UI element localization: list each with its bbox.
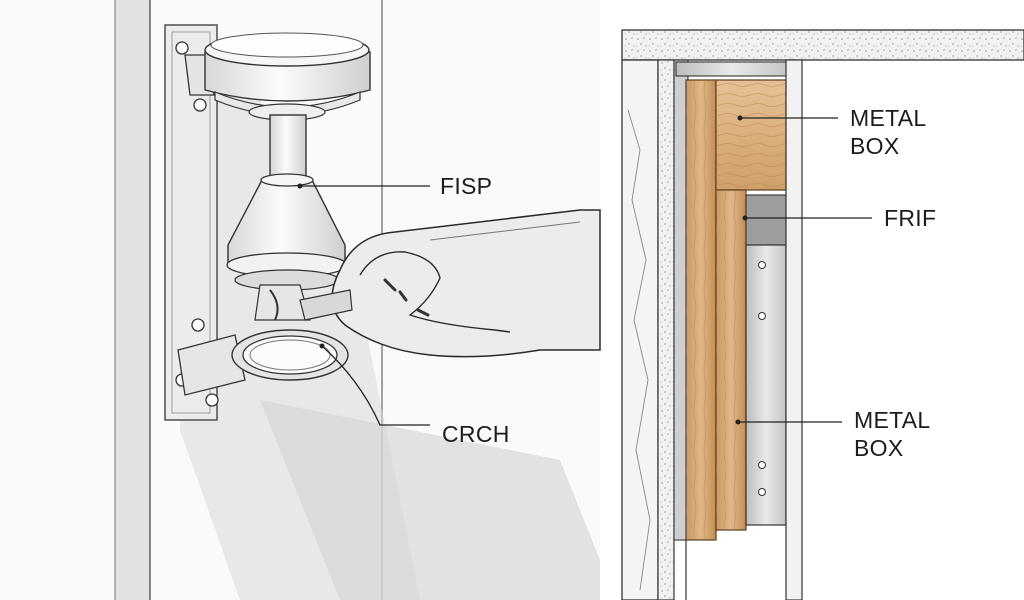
- label-metal-box-top-line1: METAL: [850, 105, 926, 131]
- leader-crch: [321, 345, 430, 426]
- screw-icon: [191, 318, 205, 332]
- label-metal-box-bottom-line1: METAL: [854, 407, 930, 433]
- metal-strip: [745, 244, 787, 526]
- screw-icon: [175, 41, 189, 55]
- ceiling-slab: [621, 29, 1024, 61]
- fixture-top-cap: [204, 32, 371, 121]
- label-metal-box-bottom-line2: BOX: [854, 435, 903, 461]
- label-crch: CRCH: [442, 421, 510, 447]
- wall-edge: [115, 0, 150, 600]
- label-metal-box-top-line2: BOX: [850, 133, 899, 159]
- fixture-cone: [226, 173, 348, 291]
- right-illustration: [621, 29, 1024, 600]
- label-frif: FRIF: [884, 205, 936, 231]
- leader-lines: [297, 115, 872, 426]
- label-fisp: FISP: [440, 173, 492, 199]
- wall-panel: [621, 59, 659, 600]
- left-illustration: [114, 0, 601, 600]
- screw-icon: [193, 98, 207, 112]
- frif-block: [745, 194, 787, 246]
- lower-ring: [231, 329, 349, 381]
- screw-icon: [205, 393, 219, 407]
- labels: FISP CRCH METAL BOX FRIF METAL BOX: [440, 105, 936, 461]
- wrench: [299, 209, 601, 358]
